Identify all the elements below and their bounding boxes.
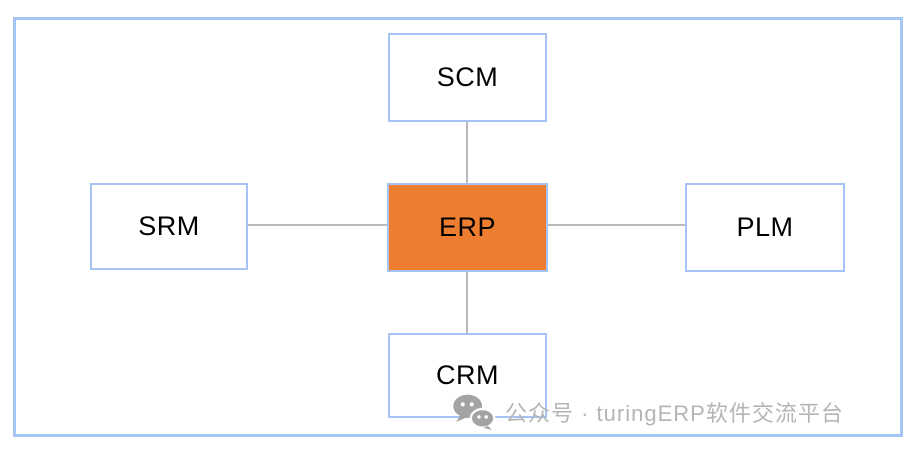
node-srm-label: SRM: [138, 211, 200, 241]
edge-erp-crm: [466, 272, 468, 333]
node-scm: SCM: [388, 33, 547, 122]
node-scm-label: SCM: [436, 62, 499, 92]
node-srm: SRM: [90, 183, 248, 270]
node-crm-label: CRM: [436, 360, 499, 390]
node-erp: ERP: [387, 183, 548, 272]
outer-frame: [13, 17, 903, 437]
node-erp-label: ERP: [438, 212, 497, 242]
edge-erp-plm: [548, 224, 685, 226]
node-plm-label: PLM: [736, 212, 794, 242]
edge-srm-erp: [248, 224, 387, 226]
edge-scm-erp: [466, 122, 468, 183]
node-plm: PLM: [685, 183, 845, 272]
node-crm: CRM: [388, 333, 547, 418]
